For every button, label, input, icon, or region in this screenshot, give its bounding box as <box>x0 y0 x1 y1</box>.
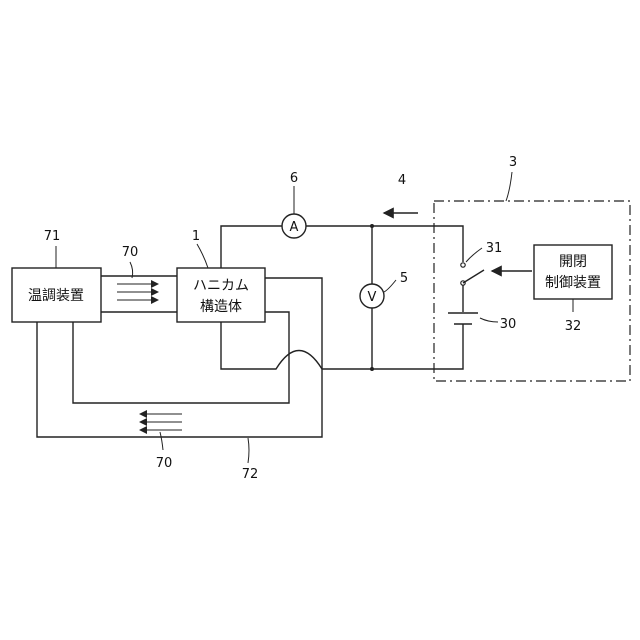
leader-line <box>197 244 208 268</box>
leader-line <box>384 280 396 292</box>
leader-line <box>466 248 482 262</box>
honeycomb-label-line2: 構造体 <box>200 299 242 315</box>
ref-31: 31 <box>486 241 503 256</box>
switch-control-label-line1: 開閉 <box>559 254 587 270</box>
honeycomb-label-line1: ハニカム <box>193 278 249 294</box>
ref-71: 71 <box>44 229 61 244</box>
ref-72: 72 <box>242 467 259 482</box>
switch-blade <box>463 270 484 283</box>
switch-control-label-line2: 制御装置 <box>545 275 601 291</box>
leader-line <box>480 318 498 322</box>
ref-30: 30 <box>500 317 517 332</box>
bottom-wire <box>221 322 463 369</box>
ref-32: 32 <box>565 319 582 334</box>
ref-70-top: 70 <box>122 245 139 260</box>
ammeter-symbol: A <box>290 220 299 235</box>
ref-1: 1 <box>192 229 200 244</box>
ref-6: 6 <box>290 171 298 186</box>
ref-4: 4 <box>398 173 406 188</box>
leader-line <box>160 432 163 450</box>
leader-line <box>506 172 512 201</box>
ref-3: 3 <box>509 155 517 170</box>
ref-5: 5 <box>400 271 408 286</box>
leader-line <box>248 438 249 463</box>
voltmeter-symbol: V <box>368 290 377 305</box>
switch-contact <box>461 263 465 267</box>
temp-control-label: 温調装置 <box>28 288 84 304</box>
top-wire <box>221 226 463 268</box>
ref-70-bottom: 70 <box>156 456 173 471</box>
inner-pipe-loop <box>73 312 289 403</box>
junction-dot <box>370 224 374 228</box>
